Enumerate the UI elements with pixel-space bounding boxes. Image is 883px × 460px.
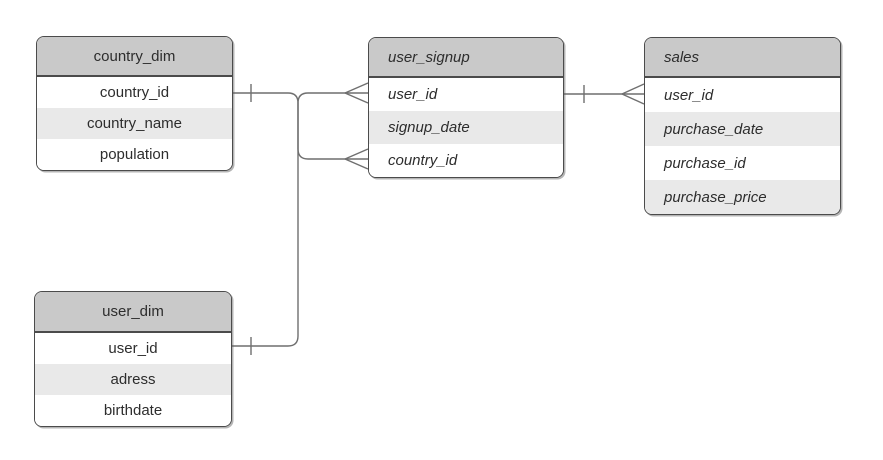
table-row-country_id: country_id xyxy=(37,77,232,108)
crow-foot-icon xyxy=(621,83,645,105)
table-row-country_name: country_name xyxy=(37,108,232,139)
table-row-purchase_date: purchase_date xyxy=(645,112,840,146)
crow-foot-icon xyxy=(344,82,369,104)
table-user_dim: user_dim user_id adress birthdate xyxy=(34,291,232,427)
connector-user_dim-user_signup xyxy=(232,82,369,355)
table-row-population: population xyxy=(37,139,232,170)
table-header-user_dim: user_dim xyxy=(35,292,231,333)
connector-country_dim-user_signup xyxy=(233,84,369,170)
table-user_signup: user_signup user_id signup_date country_… xyxy=(368,37,564,178)
connector-line xyxy=(233,92,368,160)
crow-foot-icon xyxy=(344,148,369,170)
table-header-user_signup: user_signup xyxy=(369,38,563,78)
table-row-adress: adress xyxy=(35,364,231,395)
table-row-birthdate: birthdate xyxy=(35,395,231,426)
table-row-user_id: user_id xyxy=(645,78,840,112)
table-sales: sales user_id purchase_date purchase_id … xyxy=(644,37,841,215)
table-row-purchase_id: purchase_id xyxy=(645,146,840,180)
table-row-country_id: country_id xyxy=(369,144,563,177)
connector-user_signup-sales xyxy=(564,83,645,105)
table-row-user_id: user_id xyxy=(35,333,231,364)
table-country_dim: country_dim country_id country_name popu… xyxy=(36,36,233,171)
table-header-sales: sales xyxy=(645,38,840,78)
connector-line xyxy=(232,92,368,347)
table-row-user_id: user_id xyxy=(369,78,563,111)
table-row-purchase_price: purchase_price xyxy=(645,180,840,214)
table-row-signup_date: signup_date xyxy=(369,111,563,144)
table-header-country_dim: country_dim xyxy=(37,37,232,77)
